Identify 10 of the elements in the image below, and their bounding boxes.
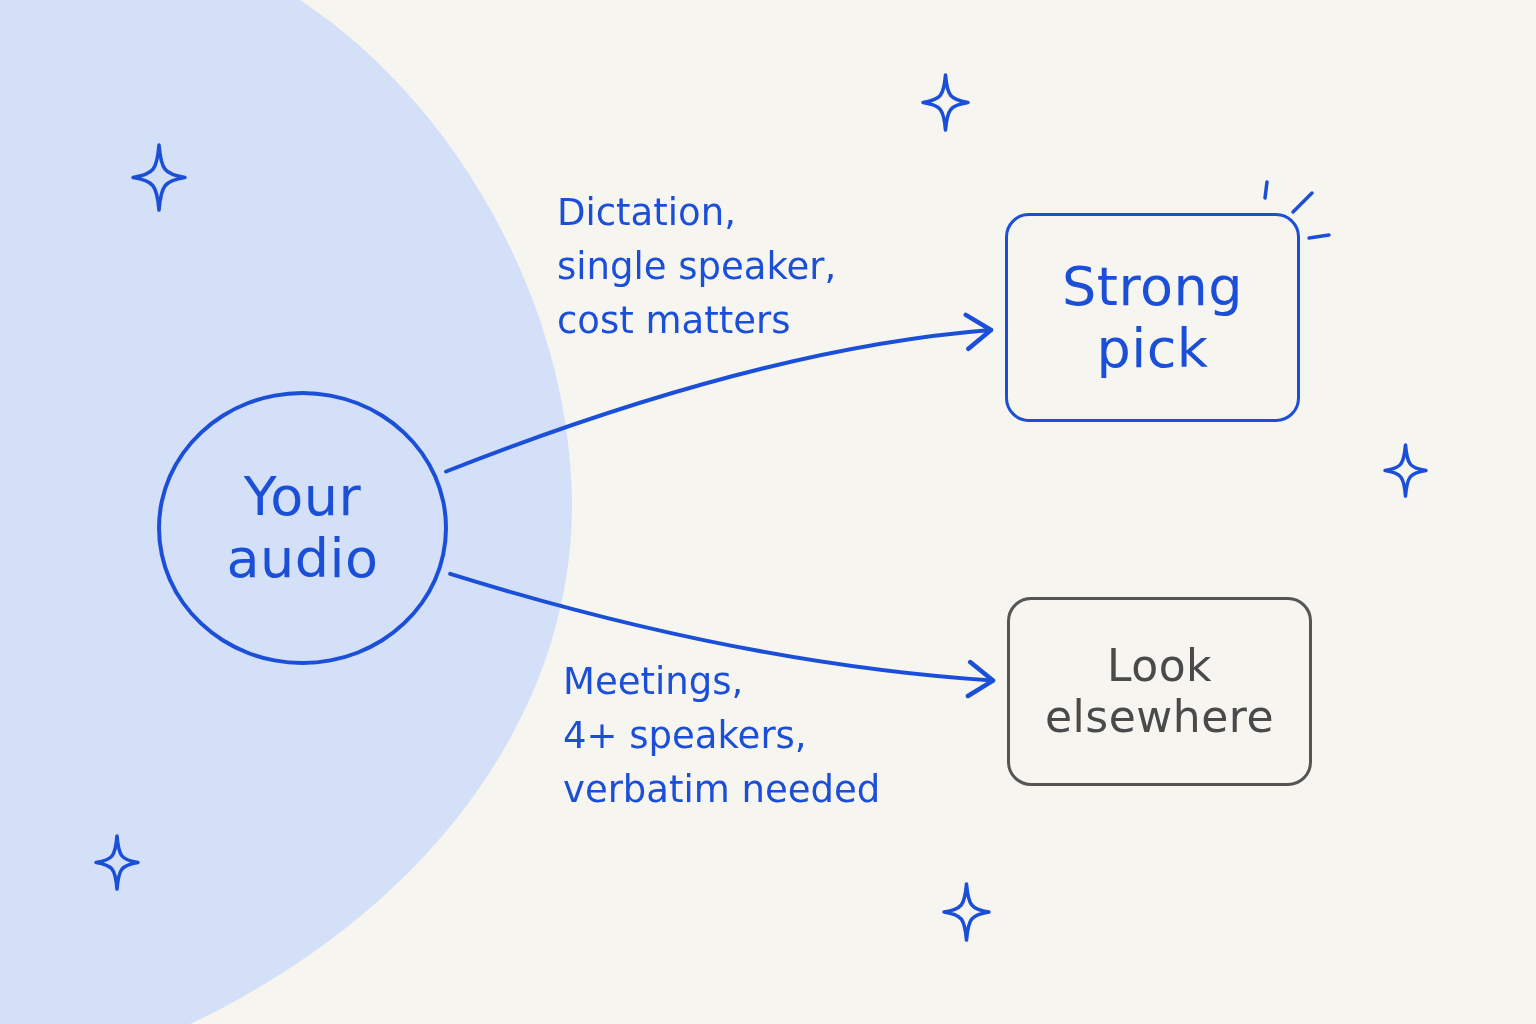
arrow — [448, 571, 996, 698]
edge-label: Meetings, 4+ speakers, verbatim needed — [563, 659, 882, 813]
circle-node — [157, 391, 448, 665]
edge-label: Dictation, single speaker, cost matters — [557, 190, 838, 344]
node-label: Your audio — [225, 466, 380, 590]
arrow — [444, 313, 994, 474]
outcome-box — [1007, 597, 1312, 786]
highlighted-box — [1005, 213, 1300, 422]
node-label: Strong pick — [1061, 255, 1244, 380]
node-label: Look elsewhere — [1044, 641, 1275, 742]
